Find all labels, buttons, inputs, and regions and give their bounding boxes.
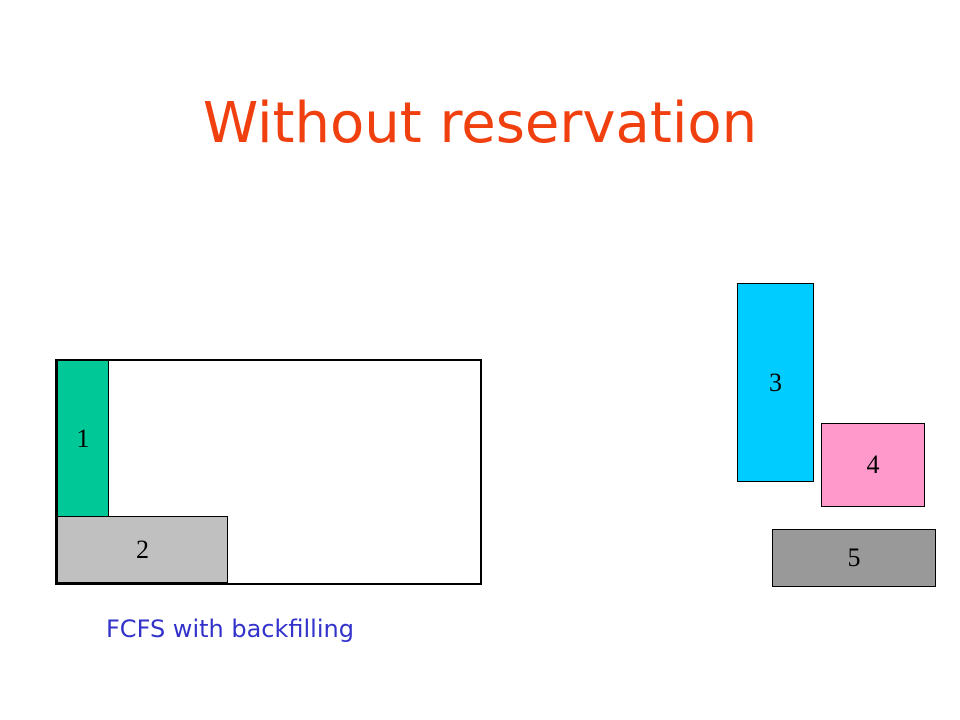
job-2-block: 2 — [57, 516, 228, 583]
job-1-label: 1 — [76, 424, 90, 453]
job-3-label: 3 — [769, 367, 782, 397]
job-3-block: 3 — [737, 283, 814, 482]
job-4-label: 4 — [866, 450, 880, 479]
job-4-block: 4 — [821, 423, 925, 507]
job-2-label: 2 — [136, 534, 149, 564]
job-5-block: 5 — [772, 529, 936, 587]
schedule-caption: FCFS with backfilling — [106, 615, 354, 643]
slide-title: Without reservation — [202, 91, 758, 156]
job-1-block: 1 — [57, 360, 109, 518]
job-5-label: 5 — [847, 543, 861, 572]
